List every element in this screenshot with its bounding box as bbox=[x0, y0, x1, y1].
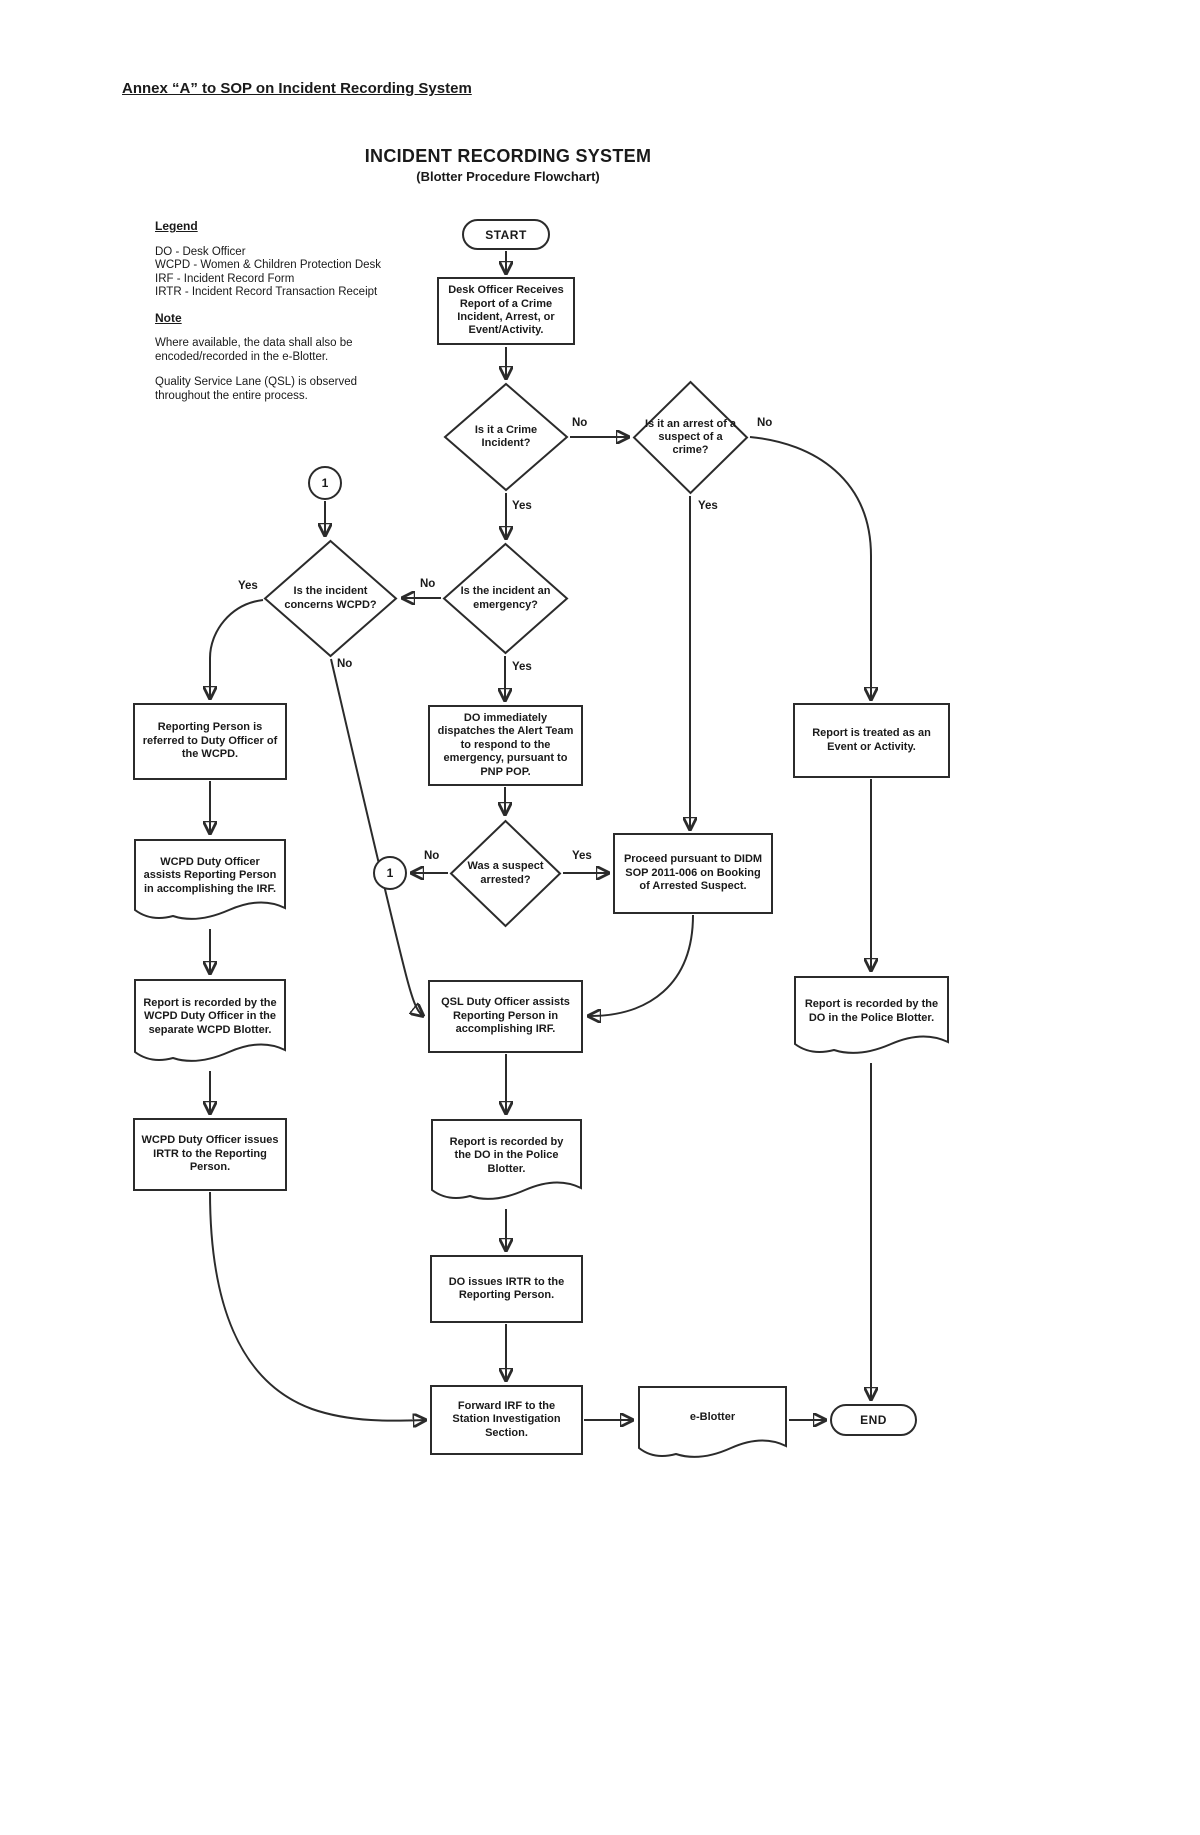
node-wcpd-assists-doc-label: WCPD Duty Officer assists Reporting Pers… bbox=[143, 856, 277, 895]
node-end-label: END bbox=[860, 1413, 887, 1427]
edge-wcpd-qsl bbox=[330, 658, 422, 1015]
node-wcpd-assists-doc: WCPD Duty Officer assists Reporting Pers… bbox=[133, 838, 287, 928]
node-receive-report: Desk Officer Receives Report of a Crime … bbox=[437, 277, 575, 345]
node-wcpd-blotter-doc-label: Report is recorded by the WCPD Duty Offi… bbox=[143, 997, 277, 1036]
node-proceed-didm-sop: Proceed pursuant to DIDM SOP 2011-006 on… bbox=[613, 833, 773, 914]
node-eblotter-doc: e-Blotter bbox=[637, 1385, 788, 1464]
diamond-shape bbox=[449, 819, 562, 928]
document-shape bbox=[638, 1386, 787, 1458]
node-qsl-assists-label: QSL Duty Officer assists Reporting Perso… bbox=[441, 996, 570, 1036]
node-connector-1-top-label: 1 bbox=[321, 476, 329, 490]
node-event-activity: Report is treated as an Event or Activit… bbox=[793, 703, 950, 778]
node-referred-wcpd-label: Reporting Person is referred to Duty Off… bbox=[142, 721, 278, 761]
node-wcpd-issues-irtr: WCPD Duty Officer issues IRTR to the Rep… bbox=[133, 1118, 287, 1191]
node-decision-concerns-wcpd: Is the incident concerns WCPD? bbox=[263, 539, 398, 658]
diamond-shape bbox=[442, 542, 569, 655]
node-decision-emergency: Is the incident an emergency? bbox=[442, 542, 569, 655]
node-event-activity-label: Report is treated as an Event or Activit… bbox=[812, 727, 931, 753]
annex-header: Annex “A” to SOP on Incident Recording S… bbox=[122, 80, 472, 97]
diamond-shape bbox=[632, 380, 749, 495]
diamond-shape bbox=[443, 382, 569, 492]
edge-label-arrested-yes: Yes bbox=[572, 850, 592, 862]
node-start-label: START bbox=[485, 227, 527, 242]
node-forward-irf-label: Forward IRF to the Station Investigation… bbox=[452, 1399, 561, 1439]
node-dispatch-alert-team-label: DO immediately dispatches the Alert Team… bbox=[437, 711, 574, 778]
node-do-issues-irtr-label: DO issues IRTR to the Reporting Person. bbox=[448, 1275, 565, 1301]
note-text-qsl: Quality Service Lane (QSL) is observed t… bbox=[155, 376, 357, 402]
node-connector-1-mid-label: 1 bbox=[386, 866, 394, 880]
legend-item-irf: IRF - Incident Record Form bbox=[155, 272, 295, 285]
document-shape bbox=[134, 979, 286, 1062]
page-subtitle: (Blotter Procedure Flowchart) bbox=[416, 169, 600, 184]
legend-item-wcpd: WCPD - Women & Children Protection Desk bbox=[155, 259, 382, 271]
edge-wcpdirtr-forward bbox=[209, 1191, 424, 1421]
node-wcpd-issues-irtr-label: WCPD Duty Officer issues IRTR to the Rep… bbox=[141, 1134, 279, 1174]
edge-label-arrest-yes: Yes bbox=[698, 500, 718, 512]
node-start: START bbox=[462, 219, 550, 250]
node-receive-report-label: Desk Officer Receives Report of a Crime … bbox=[448, 284, 564, 337]
legend-item-do: DO - Desk Officer bbox=[155, 245, 246, 258]
edge-label-wcpd-no: No bbox=[337, 658, 353, 670]
legend-item-irtr: IRTR - Incident Record Transaction Recei… bbox=[155, 286, 378, 298]
node-dispatch-alert-team: DO immediately dispatches the Alert Team… bbox=[428, 705, 583, 786]
diamond-shape bbox=[263, 539, 398, 658]
node-connector-1-mid: 1 bbox=[373, 856, 407, 890]
node-decision-crime-incident: Is it a Crime Incident? bbox=[443, 382, 569, 492]
node-wcpd-blotter-doc: Report is recorded by the WCPD Duty Offi… bbox=[133, 978, 287, 1070]
legend-block: Legend DO - Desk Officer WCPD - Women & … bbox=[155, 219, 405, 403]
node-police-blotter-doc-right: Report is recorded by the DO in the Poli… bbox=[793, 975, 950, 1062]
node-qsl-assists: QSL Duty Officer assists Reporting Perso… bbox=[428, 980, 583, 1053]
node-decision-crime-incident-label: Is it a Crime Incident? bbox=[474, 423, 538, 449]
edge-label-crime-no: No bbox=[572, 417, 588, 429]
node-decision-concerns-wcpd-label: Is the incident concerns WCPD? bbox=[284, 585, 377, 611]
node-decision-arrest-label: Is it an arrest of a suspect of a crime? bbox=[644, 417, 737, 457]
edge-isarrest-event bbox=[749, 436, 871, 698]
node-proceed-didm-sop-label: Proceed pursuant to DIDM SOP 2011-006 on… bbox=[623, 853, 763, 893]
node-connector-1-top: 1 bbox=[308, 466, 342, 500]
node-police-blotter-doc-mid: Report is recorded by the DO in the Poli… bbox=[430, 1118, 583, 1208]
edge-label-crime-yes: Yes bbox=[512, 500, 532, 512]
note-heading: Note bbox=[155, 310, 182, 325]
node-police-blotter-doc-right-label: Report is recorded by the DO in the Poli… bbox=[804, 998, 939, 1024]
node-do-issues-irtr: DO issues IRTR to the Reporting Person. bbox=[430, 1255, 583, 1323]
node-police-blotter-doc-mid-label: Report is recorded by the DO in the Poli… bbox=[449, 1136, 564, 1175]
node-decision-emergency-label: Is the incident an emergency? bbox=[460, 585, 551, 611]
page-title: INCIDENT RECORDING SYSTEM bbox=[364, 146, 652, 166]
edge-proceed-qsl bbox=[590, 914, 694, 1016]
edge-wcpd-referred bbox=[210, 599, 264, 697]
document-shape bbox=[134, 839, 286, 920]
edge-label-emergency-no: No bbox=[420, 578, 436, 590]
node-forward-irf: Forward IRF to the Station Investigation… bbox=[430, 1385, 583, 1455]
edge-label-arrested-no: No bbox=[424, 850, 440, 862]
note-text-eblotter: Where available, the data shall also be … bbox=[155, 337, 353, 363]
node-decision-arrest: Is it an arrest of a suspect of a crime? bbox=[632, 380, 749, 495]
node-eblotter-doc-label: e-Blotter bbox=[689, 1410, 736, 1423]
node-referred-wcpd: Reporting Person is referred to Duty Off… bbox=[133, 703, 287, 780]
edge-label-wcpd-yes: Yes bbox=[238, 580, 258, 592]
node-end: END bbox=[830, 1404, 917, 1436]
node-decision-suspect-arrested: Was a suspect arrested? bbox=[449, 819, 562, 928]
edge-label-emergency-yes: Yes bbox=[512, 661, 532, 673]
edge-label-arrest-no: No bbox=[757, 417, 773, 429]
document-shape bbox=[794, 976, 949, 1054]
document-shape bbox=[431, 1119, 582, 1200]
legend-heading: Legend bbox=[155, 219, 198, 233]
node-decision-suspect-arrested-label: Was a suspect arrested? bbox=[467, 860, 544, 886]
